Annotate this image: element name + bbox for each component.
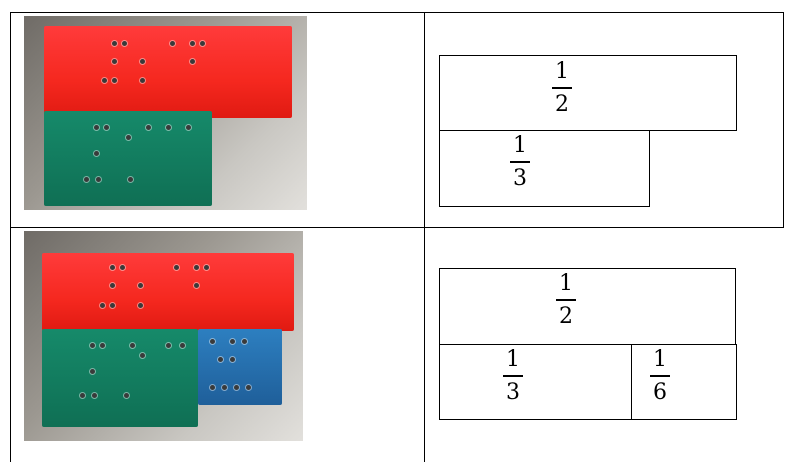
braille-dot [166,343,171,348]
denominator: 2 [555,93,569,117]
braille-dot [190,41,195,46]
braille-dot [138,283,143,288]
denominator: 3 [513,167,527,191]
braille-dot [140,59,145,64]
braille-dot [186,125,191,130]
braille-dot [100,303,105,308]
braille-dot [112,78,117,83]
table-border-left [10,12,11,462]
fraction-one-sixth-2: 1 6 [650,348,670,405]
fraction-bar [556,299,576,301]
denominator: 6 [653,381,667,405]
braille-dot [194,283,199,288]
braille-dot [218,357,223,362]
braille-dot [200,41,205,46]
braille-dot [138,303,143,308]
fraction-one-half-2: 1 2 [556,272,576,329]
braille-dot [190,59,195,64]
braille-dot [146,125,151,130]
braille-dot [194,265,199,270]
table-border-top [10,12,784,13]
braille-dot [104,125,109,130]
braille-dot [246,385,251,390]
fraction-bar [552,87,572,89]
green-third-block [44,111,212,206]
braille-dot [92,393,97,398]
braille-dot [112,59,117,64]
fraction-one-third-1: 1 3 [510,134,530,191]
braille-dot [166,125,171,130]
braille-dot [140,353,145,358]
braille-dot [112,41,117,46]
braille-blocks-photo-2 [24,231,303,441]
braille-dot [222,385,227,390]
braille-dot [122,41,127,46]
numerator: 1 [653,348,667,372]
denominator: 3 [506,381,520,405]
braille-dot [242,339,247,344]
red-half-block [44,26,292,118]
fraction-bar [650,375,670,377]
braille-dot [126,135,131,140]
braille-dot [230,357,235,362]
braille-dot [80,393,85,398]
half-bar-2 [439,268,736,345]
braille-dot [140,78,145,83]
braille-dot [124,393,129,398]
blue-sixth-block [198,329,282,405]
numerator: 1 [506,348,520,372]
braille-dot [234,385,239,390]
green-third-block [42,329,198,427]
red-half-block [42,253,294,331]
third-bar-1 [439,130,650,207]
sixth-bar-2 [631,344,737,420]
table-column-divider [424,12,425,462]
braille-dot [94,125,99,130]
braille-dot [102,78,107,83]
half-bar-1 [439,55,737,131]
braille-dot [130,343,135,348]
braille-dot [110,283,115,288]
braille-dot [110,303,115,308]
braille-dot [110,265,115,270]
braille-dot [90,369,95,374]
braille-dot [210,339,215,344]
braille-dot [174,265,179,270]
braille-dot [230,339,235,344]
denominator: 2 [559,305,573,329]
braille-dot [128,177,133,182]
braille-dot [210,385,215,390]
numerator: 1 [559,272,573,296]
fraction-bar [510,161,530,163]
braille-dot [120,265,125,270]
numerator: 1 [555,60,569,84]
third-bar-2 [439,344,632,420]
braille-dot [90,343,95,348]
braille-dot [96,177,101,182]
braille-dot [204,265,209,270]
fraction-one-half-1: 1 2 [552,60,572,117]
braille-dot [180,343,185,348]
table-row-divider [10,227,784,228]
braille-dot [170,41,175,46]
numerator: 1 [513,134,527,158]
braille-dot [84,177,89,182]
braille-dot [100,343,105,348]
fraction-bar [503,375,523,377]
table-border-right [783,12,784,228]
braille-dot [94,151,99,156]
braille-blocks-photo-1 [24,16,307,210]
fraction-one-third-2: 1 3 [503,348,523,405]
